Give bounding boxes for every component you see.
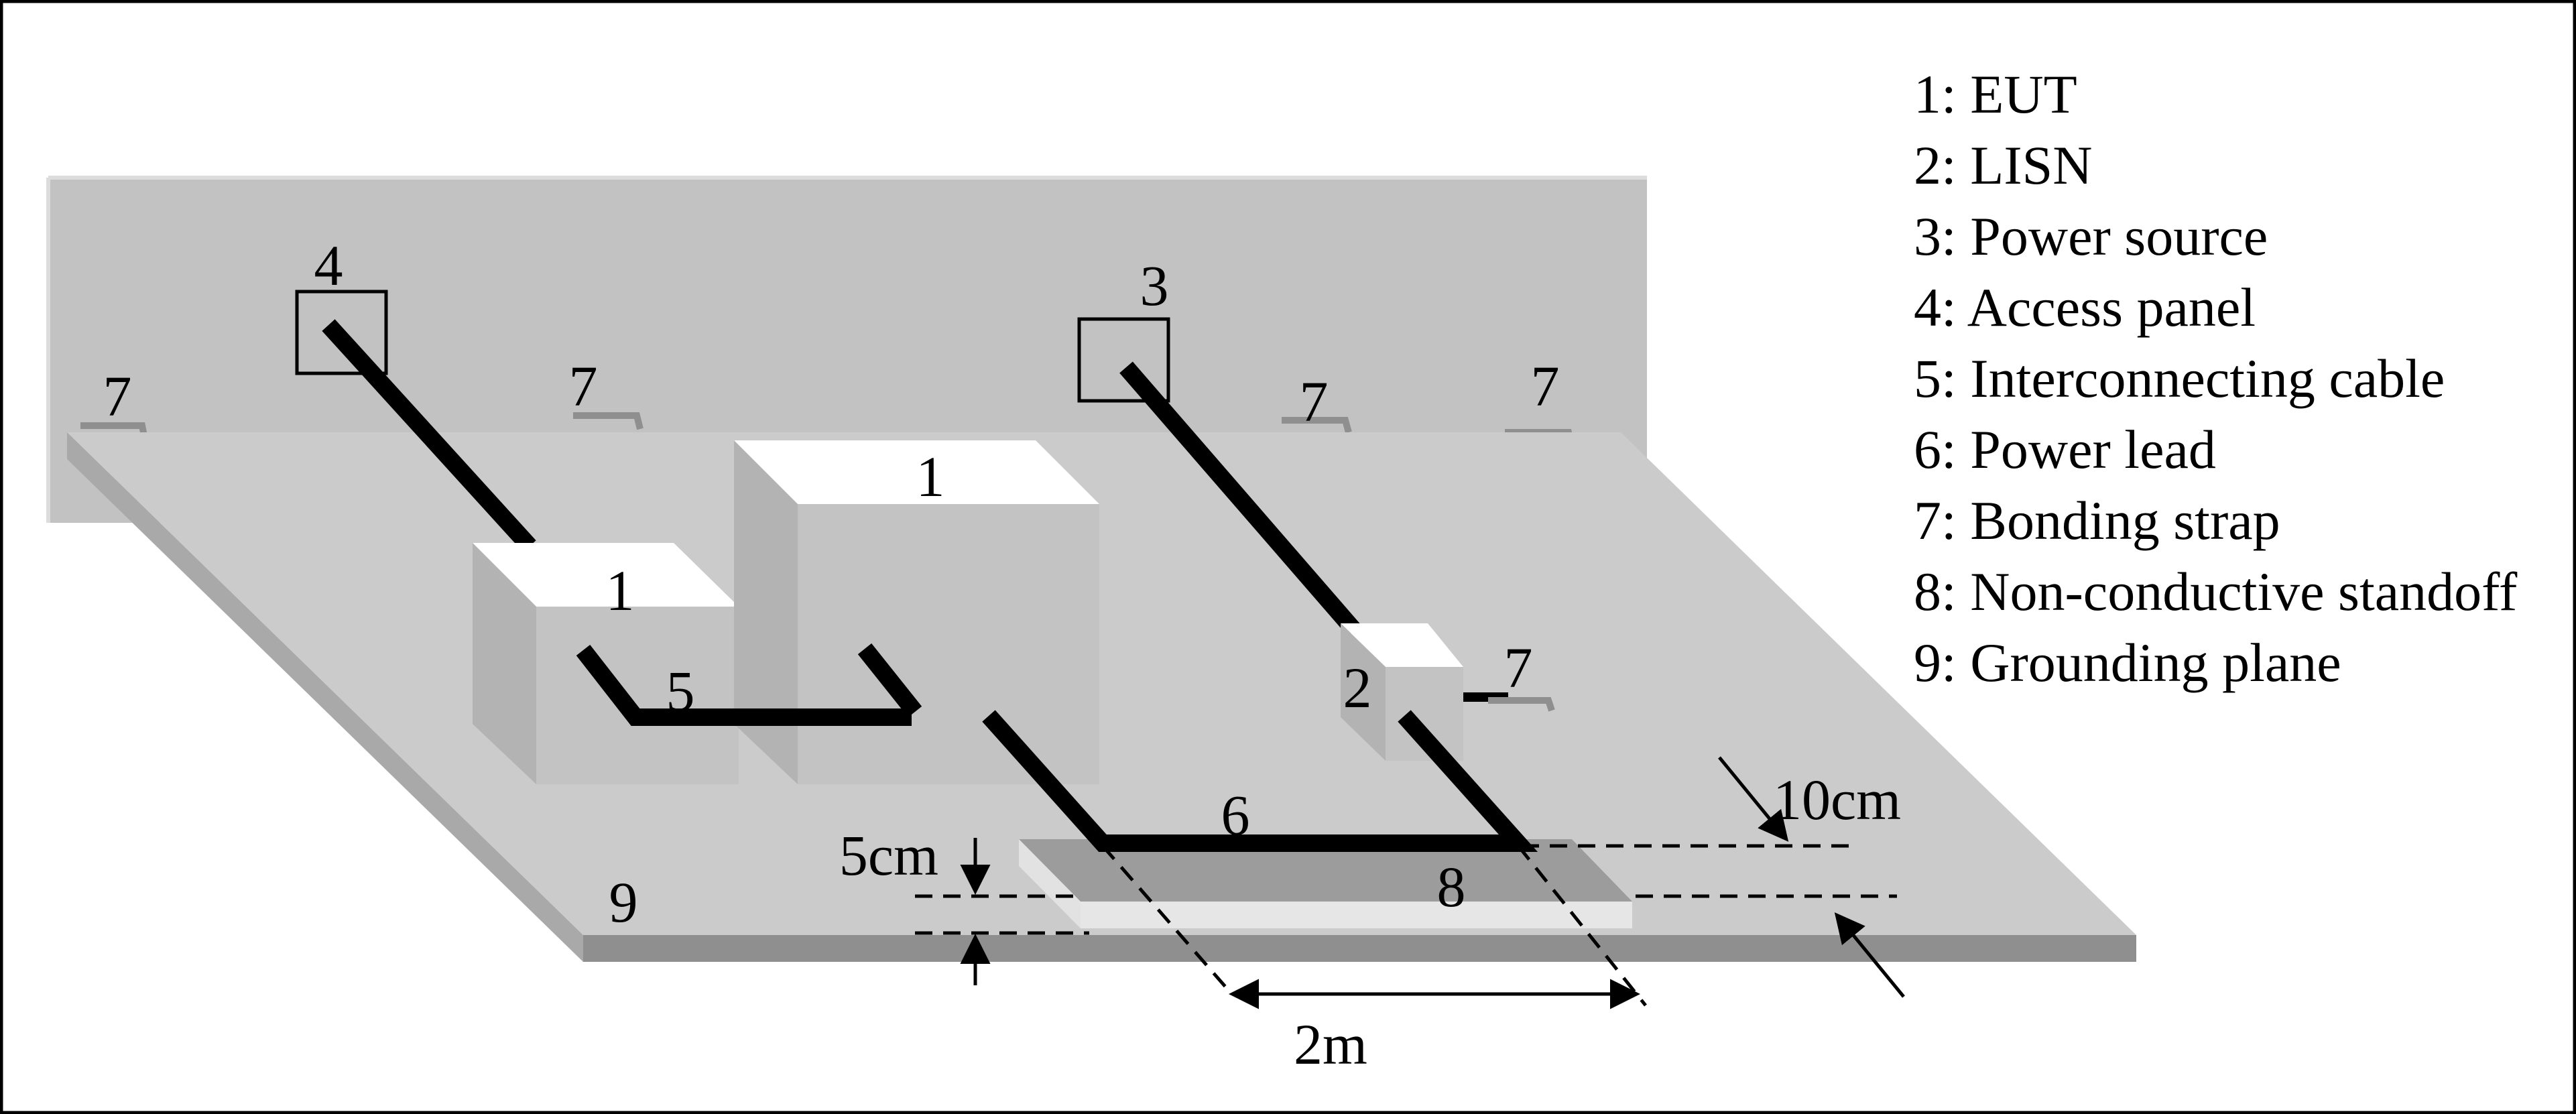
legend-item: 5: Interconnecting cable — [1914, 348, 2445, 409]
bonding-strap-lisn — [1463, 692, 1555, 712]
bonding-strap-b — [573, 412, 643, 430]
label-eut-small: 1 — [606, 558, 635, 623]
label-ground-plane: 9 — [609, 870, 638, 934]
legend-item: 9: Grounding plane — [1914, 632, 2341, 693]
power-lead — [982, 710, 1538, 852]
label-strap-c: 7 — [1300, 369, 1329, 434]
label-access-panel: 4 — [314, 233, 343, 298]
label-strap-d: 7 — [1531, 354, 1560, 418]
access-panel-box — [295, 290, 388, 375]
power-source-box — [1077, 317, 1170, 403]
legend-item: 2: LISN — [1914, 135, 2093, 196]
label-lisn: 2 — [1343, 656, 1372, 720]
legend: 1: EUT 2: LISN 3: Power source 4: Access… — [1914, 64, 2518, 693]
label-power-lead: 6 — [1221, 783, 1250, 847]
interconnecting-cable — [576, 645, 912, 726]
label-power-source: 3 — [1140, 253, 1169, 318]
power-source-cable — [1119, 361, 1361, 636]
dimension-edge-distance — [1522, 756, 1905, 998]
lisn-box — [1341, 623, 1463, 761]
legend-item: 6: Power lead — [1914, 419, 2216, 480]
label-standoff-height: 5cm — [839, 823, 938, 887]
legend-item: 1: EUT — [1914, 64, 2077, 125]
label-eut-large: 1 — [916, 444, 945, 509]
dimension-standoff-height — [915, 838, 1089, 985]
label-edge-distance: 10cm — [1773, 767, 1901, 832]
legend-item: 8: Non-conductive standoff — [1914, 561, 2518, 622]
legend-item: 4: Access panel — [1914, 277, 2256, 338]
label-lead-length: 2m — [1294, 1012, 1367, 1076]
access-panel-cable — [322, 319, 536, 552]
eut-large-box — [734, 440, 1099, 784]
label-standoff: 8 — [1437, 855, 1466, 919]
label-interconnecting-cable: 5 — [666, 659, 695, 723]
label-strap-lisn: 7 — [1504, 635, 1533, 700]
legend-item: 7: Bonding strap — [1914, 490, 2280, 551]
label-strap-a: 7 — [103, 364, 132, 428]
label-strap-b: 7 — [569, 354, 598, 418]
interconnecting-cable-riser — [857, 643, 922, 718]
bonding-strap-c — [1282, 417, 1352, 434]
legend-item: 3: Power source — [1914, 206, 2268, 267]
dimension-lead-length — [1101, 845, 1647, 1009]
non-conductive-standoff — [1019, 839, 1632, 928]
eut-small-box — [473, 543, 739, 784]
